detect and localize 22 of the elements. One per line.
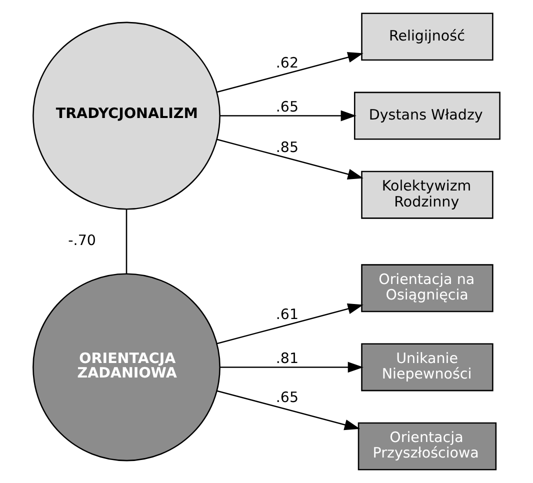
edge-label: .62 bbox=[276, 56, 299, 72]
connector bbox=[126, 209, 128, 274]
node-box: Orientacja na Osiągnięcia bbox=[361, 264, 494, 312]
node-box: Dystans Władzy bbox=[354, 92, 500, 140]
edge-label: .61 bbox=[276, 307, 299, 324]
edge-label: .81 bbox=[276, 351, 299, 368]
edge-label: -.70 bbox=[68, 233, 96, 250]
arrow bbox=[220, 110, 356, 122]
arrow bbox=[216, 138, 364, 180]
node-circle: ORIENTACJA ZADANIOWA bbox=[32, 273, 220, 462]
arrow bbox=[220, 362, 364, 373]
edge-label: .65 bbox=[276, 100, 299, 116]
arrow bbox=[216, 390, 360, 430]
node-box: Orientacja Przyszłościowa bbox=[358, 422, 497, 470]
node-circle: TRADYCJONALIZM bbox=[32, 22, 220, 210]
node-box: Religijność bbox=[361, 12, 494, 61]
edge-label: .65 bbox=[276, 390, 299, 406]
arrow bbox=[216, 303, 364, 344]
node-box: Unikanie Niepewności bbox=[361, 343, 494, 392]
edge-label: .85 bbox=[276, 140, 299, 156]
arrow bbox=[216, 52, 364, 93]
node-box: Kolektywizm Rodzinny bbox=[361, 170, 494, 219]
